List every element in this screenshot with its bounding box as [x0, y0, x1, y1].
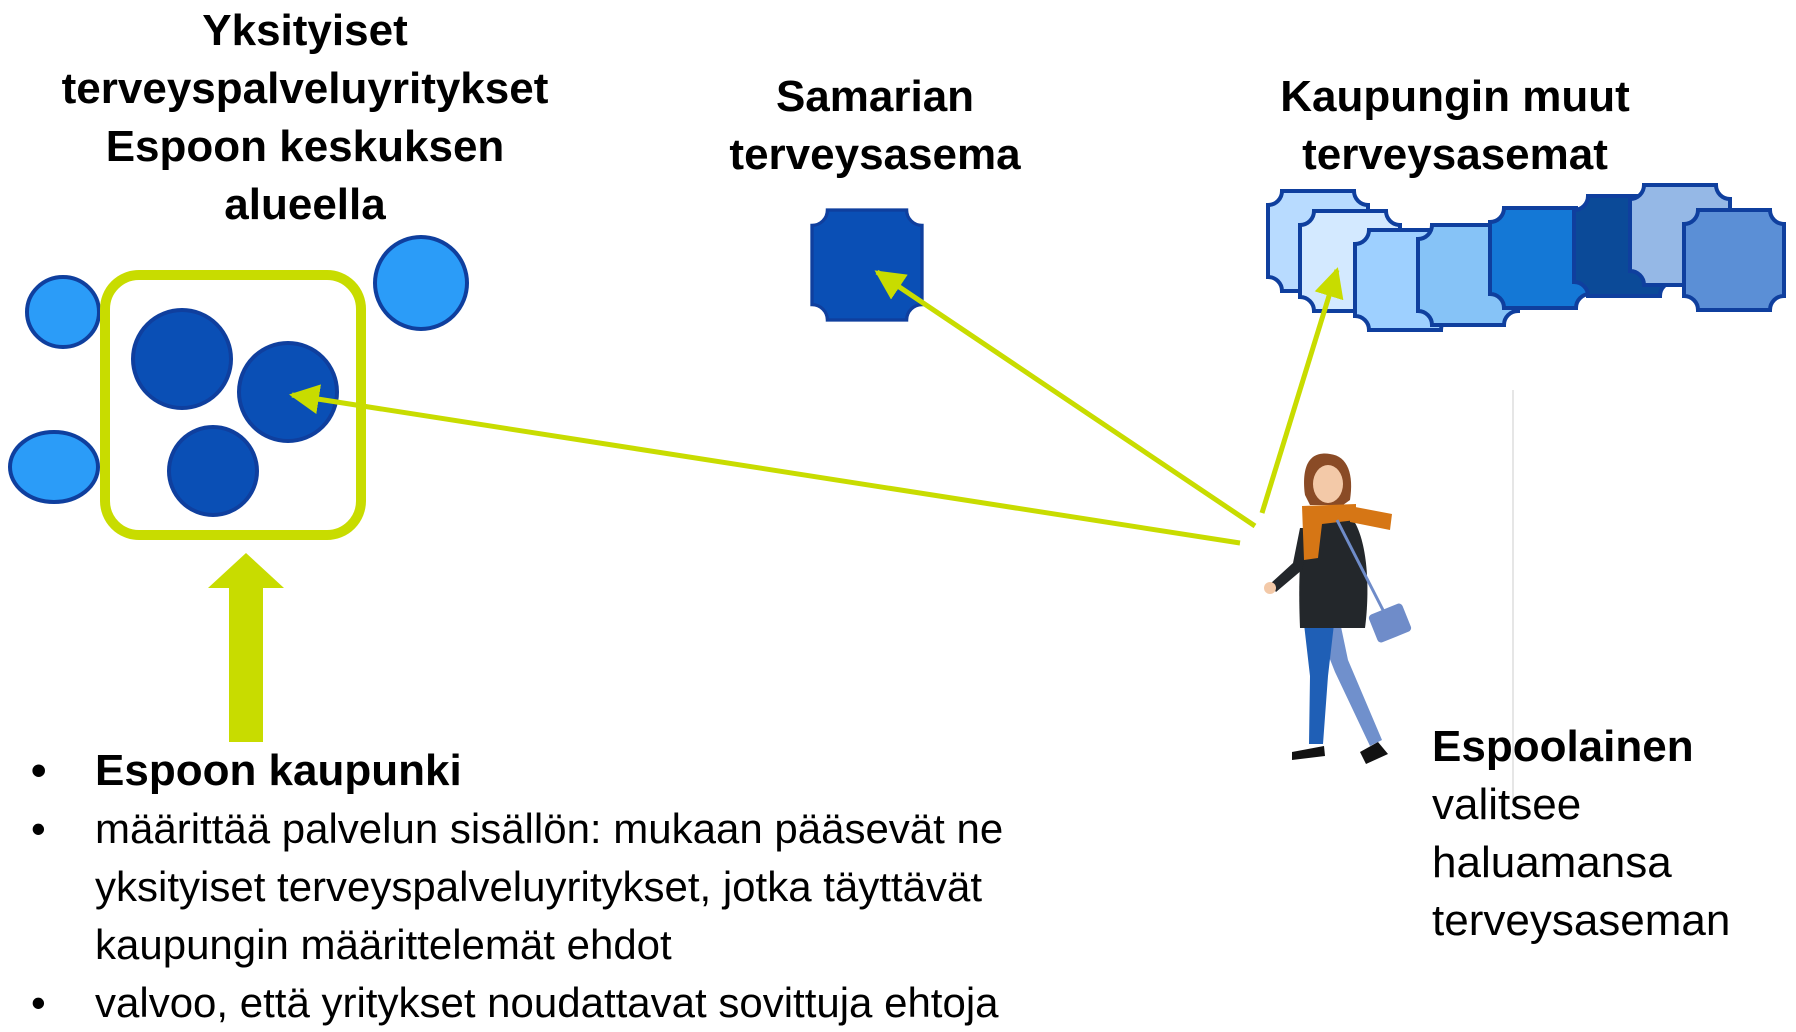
- approved-company-circle: [131, 308, 233, 410]
- city-oversight-arrow: [208, 553, 284, 742]
- list-item: määrittää palvelun sisällön: mukaan pääs…: [28, 800, 1168, 974]
- samaria-station-title: Samarian terveysasema: [729, 72, 1021, 179]
- other-stations-title: Kaupungin muut terveysasemat: [1280, 72, 1630, 179]
- private-company-circle: [25, 275, 101, 349]
- samaria-station-tile: [810, 208, 924, 322]
- list-item: valvoo, että yritykset noudattavat sovit…: [28, 974, 1168, 1032]
- choice-arrow-other: [1259, 267, 1344, 514]
- private-companies-title: Yksityiset terveyspalveluyritykset Espoo…: [61, 6, 549, 229]
- approved-company-circle: [167, 425, 259, 517]
- resident-label: Espoolainen valitsee haluamansa terveysa…: [1432, 718, 1772, 950]
- private-company-circle: [373, 235, 469, 331]
- choice-arrow-samaria: [874, 269, 1257, 529]
- list-item: Espoon kaupunki: [28, 742, 1168, 800]
- other-stations-group: [1266, 183, 1786, 332]
- city-role-list: Espoon kaupunki määrittää palvelun sisäl…: [28, 742, 1168, 1032]
- resident-description: valitsee haluamansa terveysaseman: [1432, 780, 1731, 945]
- choice-arrow-private: [289, 384, 1241, 546]
- walking-woman-icon: [1264, 453, 1412, 764]
- approved-company-circle: [237, 341, 339, 443]
- station-tile: [1682, 208, 1786, 312]
- resident-name: Espoolainen: [1432, 722, 1694, 771]
- private-company-circle: [8, 430, 100, 504]
